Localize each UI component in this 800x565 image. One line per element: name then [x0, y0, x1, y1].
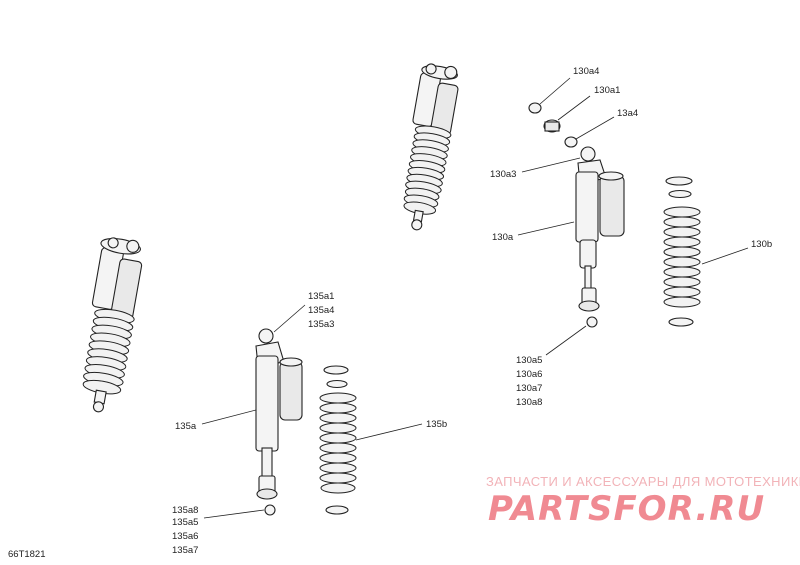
callout-labels: 130a4 130a1 13a4 130a3 130a 130b 130a5 1…: [172, 66, 772, 556]
coil-stack-right: [403, 125, 452, 215]
callout-135a5: 135a5: [172, 517, 198, 528]
callout-135a7: 135a7: [172, 545, 198, 556]
callout-13a4: 13a4: [617, 108, 638, 119]
callout-135a1: 135a1: [308, 291, 334, 302]
callout-130b: 130b: [751, 239, 772, 250]
assembled-shock-left: [82, 237, 143, 413]
callout-130a3: 130a3: [490, 169, 516, 180]
watermark: ЗАПЧАСТИ И АКСЕССУАРЫ ДЛЯ МОТОТЕХНИКИ PA…: [486, 474, 800, 529]
assembled-shock-right: [403, 63, 459, 231]
watermark-logo: PARTSFOR.RU: [488, 489, 765, 529]
damper-135a: [255, 328, 303, 516]
coil-stack-left: [82, 308, 135, 395]
callout-135a: 135a: [175, 421, 197, 432]
callout-130a5: 130a5: [516, 355, 542, 366]
bushing-parts-130: [528, 102, 578, 148]
callout-135a3: 135a3: [308, 319, 334, 330]
callout-135b: 135b: [426, 419, 447, 430]
callout-130a: 130a: [492, 232, 514, 243]
callout-130a4: 130a4: [573, 66, 599, 77]
watermark-tagline: ЗАПЧАСТИ И АКСЕССУАРЫ ДЛЯ МОТОТЕХНИКИ: [486, 474, 800, 489]
callout-130a8: 130a8: [516, 397, 542, 408]
leader-lines: [201, 77, 749, 519]
callout-130a6: 130a6: [516, 369, 542, 380]
damper-130a: [575, 146, 625, 328]
diagram-code: 66T1821: [8, 549, 46, 560]
callout-130a1: 130a1: [594, 85, 620, 96]
callout-135a8: 135a8: [172, 505, 198, 516]
callout-130a7: 130a7: [516, 383, 542, 394]
spring-130b: [663, 176, 701, 327]
callout-135a6: 135a6: [172, 531, 198, 542]
spring-135b: [319, 365, 357, 515]
callout-135a4: 135a4: [308, 305, 334, 316]
